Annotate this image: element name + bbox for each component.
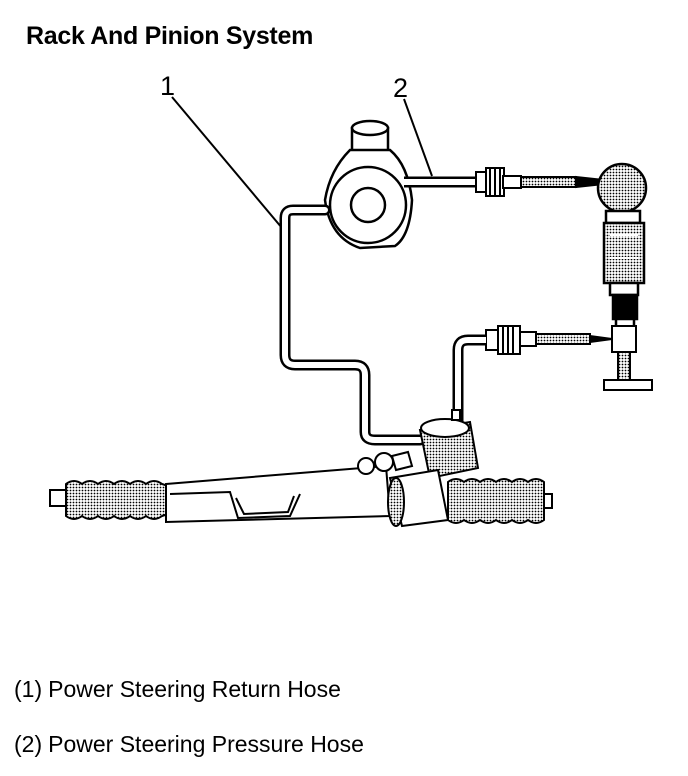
legend-item: (1)Power Steering Return Hose: [14, 676, 341, 703]
legend-item: (2)Power Steering Pressure Hose: [14, 731, 364, 758]
legend-label: Power Steering Return Hose: [48, 676, 341, 702]
callout-2-leader: [403, 98, 433, 177]
legend-number: (1): [14, 676, 43, 702]
diagram-title: Rack And Pinion System: [26, 22, 313, 50]
legend-number: (2): [14, 731, 43, 757]
pressure-analyzer: [596, 162, 648, 329]
callout-2: 2: [393, 73, 408, 103]
callout-1: 1: [160, 71, 175, 101]
power-steering-pump: [323, 119, 414, 250]
lower-fitting: [485, 325, 613, 355]
legend-label: Power Steering Pressure Hose: [48, 731, 364, 757]
upper-fitting: [475, 167, 605, 197]
pressure-line-to-gear: [452, 334, 486, 430]
shutoff-valve: [603, 325, 653, 391]
return-hose: [279, 204, 426, 446]
rack-and-pinion-diagram: 1 2: [49, 71, 653, 528]
rack-housing: [49, 409, 553, 528]
callout-1-leader: [171, 96, 283, 229]
